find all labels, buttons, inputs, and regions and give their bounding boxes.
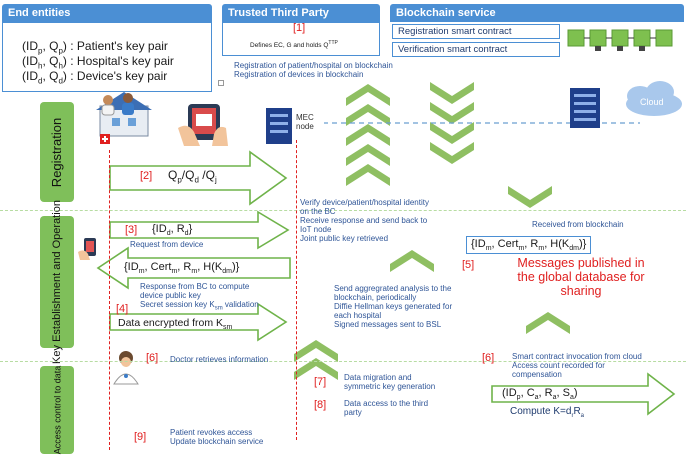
separator-1 bbox=[0, 210, 686, 211]
verification-smart-contract: Verification smart contract bbox=[392, 42, 560, 57]
step8-line-1: Data access to the third bbox=[344, 399, 429, 408]
verify-note-3: Receive response and send back to bbox=[300, 216, 428, 225]
step9-line-1: Patient revokes access bbox=[170, 428, 253, 437]
registration-smart-contract: Registration smart contract bbox=[392, 24, 560, 39]
red-guide-right bbox=[296, 140, 297, 440]
aggregate-note-5: Signed messages sent to BSL bbox=[334, 320, 442, 329]
ttp-box bbox=[222, 22, 380, 56]
server-icon bbox=[570, 88, 600, 128]
phase-registration: Registration bbox=[40, 102, 74, 202]
chevron-up-right bbox=[526, 312, 570, 334]
step5-line-1: Messages published in bbox=[517, 256, 645, 270]
blockchain-header: Blockchain service bbox=[390, 4, 684, 22]
doctor-avatar-icon bbox=[113, 351, 139, 385]
doctors-icon bbox=[101, 93, 134, 116]
chevron-up-aggregate bbox=[390, 250, 434, 272]
step5-text: Messages published in the global databas… bbox=[486, 256, 676, 298]
phone-icon bbox=[78, 238, 96, 260]
step2-number: [2] bbox=[140, 170, 153, 182]
aggregate-note-4: each hospital bbox=[334, 311, 382, 320]
arrow-response bbox=[96, 246, 291, 290]
end-entities-box bbox=[2, 22, 212, 92]
response-note-2: device public key bbox=[140, 291, 201, 300]
step6a-number: [6] bbox=[146, 352, 159, 364]
red-guide-left bbox=[109, 150, 110, 450]
blockchain-cubes-icon bbox=[567, 29, 673, 51]
hospital-key-pair: (IDh, Qh) : Hospital's key pair bbox=[22, 54, 174, 71]
step8-number: [8] bbox=[314, 399, 327, 411]
small-square bbox=[218, 80, 224, 86]
arrow-step2 bbox=[109, 150, 288, 206]
mec-node-label: MEC node bbox=[296, 113, 324, 131]
response-label: {IDm, Certm, Rm, H(Kdm)} bbox=[124, 261, 240, 276]
step6b-line-3: compensation bbox=[512, 370, 562, 379]
verify-note-4: IoT node bbox=[300, 225, 332, 234]
arrow-step3 bbox=[109, 210, 290, 250]
device-key-pair: (IDd, Qd) : Device's key pair bbox=[22, 69, 168, 86]
verify-note-2: on the BC bbox=[300, 207, 336, 216]
arrow-access bbox=[491, 372, 676, 416]
published-record-box: {IDm, Certm, Rm, H(Kdm)} bbox=[466, 236, 592, 255]
response-note-1: Response from BC to compute bbox=[140, 282, 250, 291]
mec-node-icon bbox=[266, 108, 292, 144]
response-note-3: Secret session key Ksm validation bbox=[140, 300, 259, 312]
step5-line-2: the global database for bbox=[517, 270, 645, 284]
step9-line-2: Update blockchain service bbox=[170, 437, 264, 446]
patient-key-pair: (IDp, Qp) : Patient's key pair bbox=[22, 39, 168, 56]
step5-number: [5] bbox=[462, 259, 475, 271]
step6b-number: [6] bbox=[482, 352, 495, 364]
aggregate-note-2: blockchain, periodically bbox=[334, 293, 417, 302]
aggregate-note-3: Diffie Hellman keys generated for bbox=[334, 302, 453, 311]
end-entities-header: End entities bbox=[2, 4, 212, 22]
ttp-step-number: [1] bbox=[293, 22, 306, 34]
phase-key-establishment: Key Establishment and Operation bbox=[40, 200, 74, 364]
chevron-down-received bbox=[508, 186, 552, 208]
step6b-line-2: Access count recorded for bbox=[512, 361, 605, 370]
received-label: Received from blockchain bbox=[532, 220, 624, 229]
step3-number: [3] bbox=[125, 224, 138, 236]
cloud-label: Cloud bbox=[640, 97, 664, 107]
phase-access-control: Access control to data bbox=[40, 366, 74, 454]
step6a-label: Doctor retrieves information bbox=[170, 355, 269, 364]
step6b-line-1: Smart contract invocation from cloud bbox=[512, 352, 642, 361]
ttp-description: Defines EC, G and holds QTTP bbox=[250, 40, 338, 50]
step7-number: [7] bbox=[314, 376, 327, 388]
step7-line-2: symmetric key generation bbox=[344, 382, 436, 391]
registration-note-2: Registration of devices in blockchain bbox=[234, 70, 364, 79]
compute-label: Compute K=drRa bbox=[510, 406, 585, 419]
chevron-up-stack-1 bbox=[346, 84, 390, 186]
step4-label: Data encrypted from Ksm bbox=[118, 317, 233, 332]
verify-note-1: Verify device/patient/hospital identity bbox=[300, 198, 429, 207]
ttp-header: Trusted Third Party bbox=[222, 4, 380, 22]
tablet-icon bbox=[178, 104, 228, 146]
step2-label: Qp/Qd /Qj bbox=[168, 168, 217, 185]
aggregate-note-1: Send aggregrated analysis to the bbox=[334, 284, 452, 293]
step3-label: {IDd, Rd} bbox=[152, 223, 193, 238]
separator-2 bbox=[0, 361, 686, 362]
registration-note-1: Registration of patient/hospital on bloc… bbox=[234, 61, 393, 70]
chevron-up-access bbox=[294, 340, 338, 380]
step9-number: [9] bbox=[134, 431, 147, 443]
step8-line-2: party bbox=[344, 408, 362, 417]
arrow-step4 bbox=[109, 302, 288, 342]
step5-line-3: sharing bbox=[560, 284, 602, 298]
access-arrow-label: (IDp, Ca, Ra, Sa) bbox=[502, 387, 578, 402]
cloud-icon bbox=[626, 81, 682, 116]
step3-caption: Request from device bbox=[130, 240, 204, 249]
step7-line-1: Data migration and bbox=[344, 373, 412, 382]
verify-note-5: Joint public key retrieved bbox=[300, 234, 389, 243]
step4-number: [4] bbox=[116, 303, 129, 315]
